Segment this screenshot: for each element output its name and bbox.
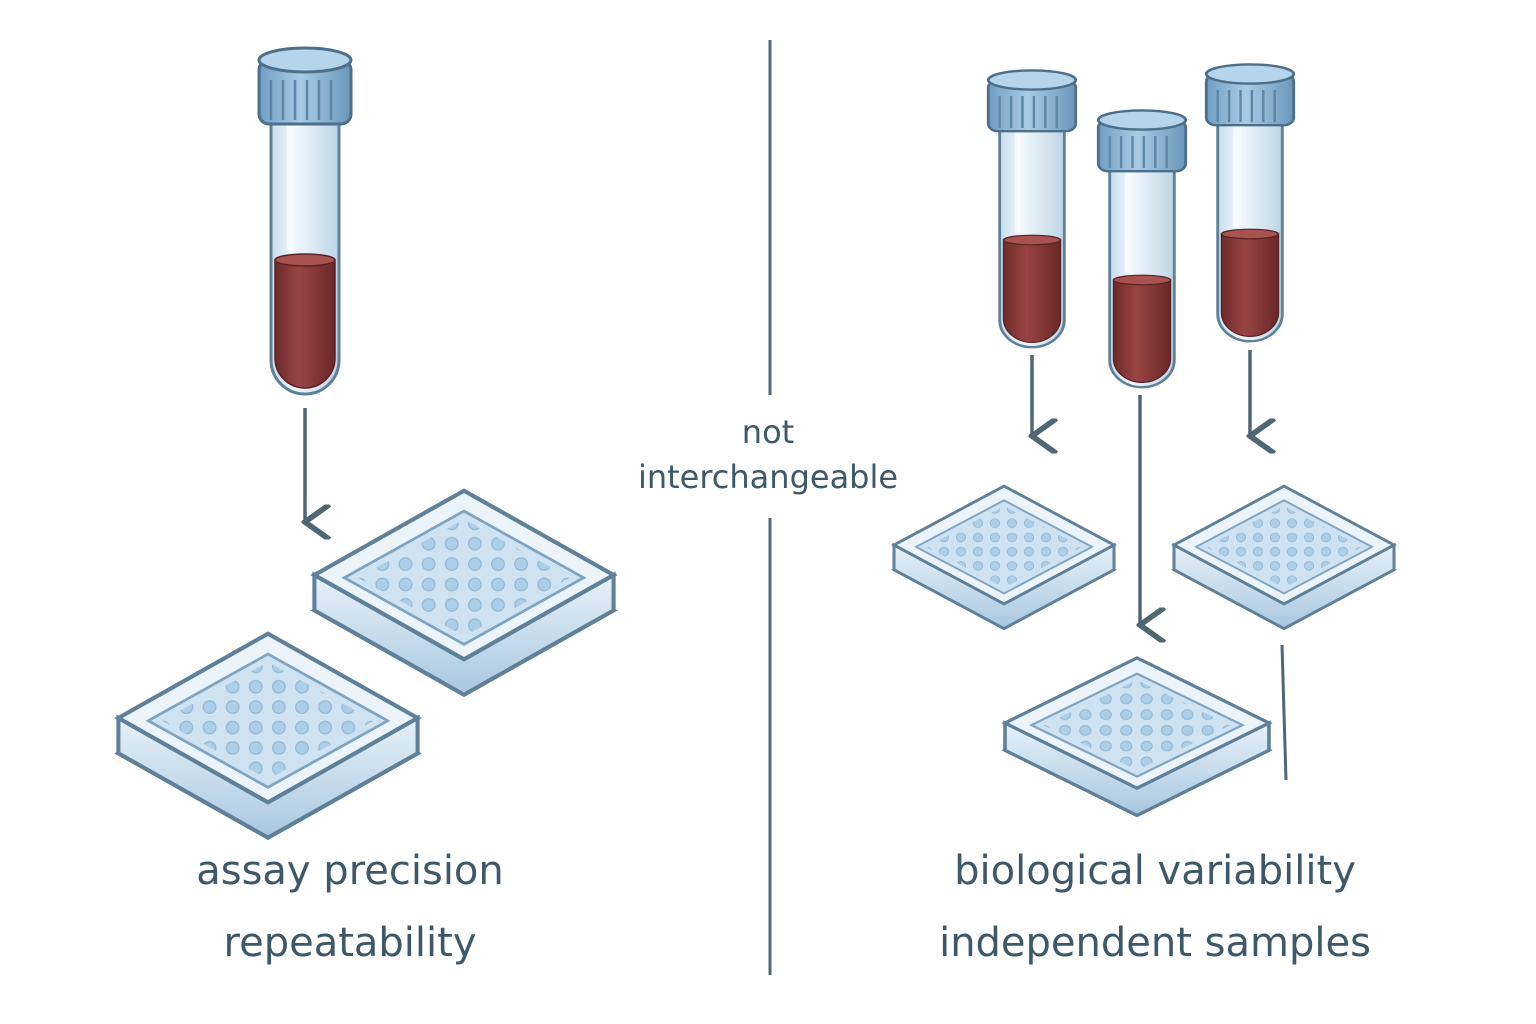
well-plate-icon	[1003, 656, 1271, 818]
well-plate-icon	[118, 634, 417, 838]
connector-line	[1280, 644, 1288, 781]
left-caption-secondary: repeatability	[223, 920, 477, 966]
test-tube-icon	[1096, 108, 1188, 389]
right-caption-primary: biological variability	[954, 848, 1356, 894]
right-caption-secondary: independent samples	[939, 920, 1371, 966]
left-caption-primary: assay precision	[196, 848, 504, 894]
test-tube-icon	[1204, 62, 1296, 343]
well-plate-icon	[314, 491, 613, 695]
left-panel	[118, 46, 613, 838]
center-label-not: not	[741, 413, 795, 451]
well-plate-icon	[1172, 484, 1396, 631]
center-label-interchangeable: interchangeable	[637, 458, 899, 496]
well-plate-icon	[892, 484, 1116, 631]
test-tube-icon	[257, 46, 353, 396]
test-tube-icon	[986, 68, 1078, 349]
right-panel	[892, 62, 1396, 818]
